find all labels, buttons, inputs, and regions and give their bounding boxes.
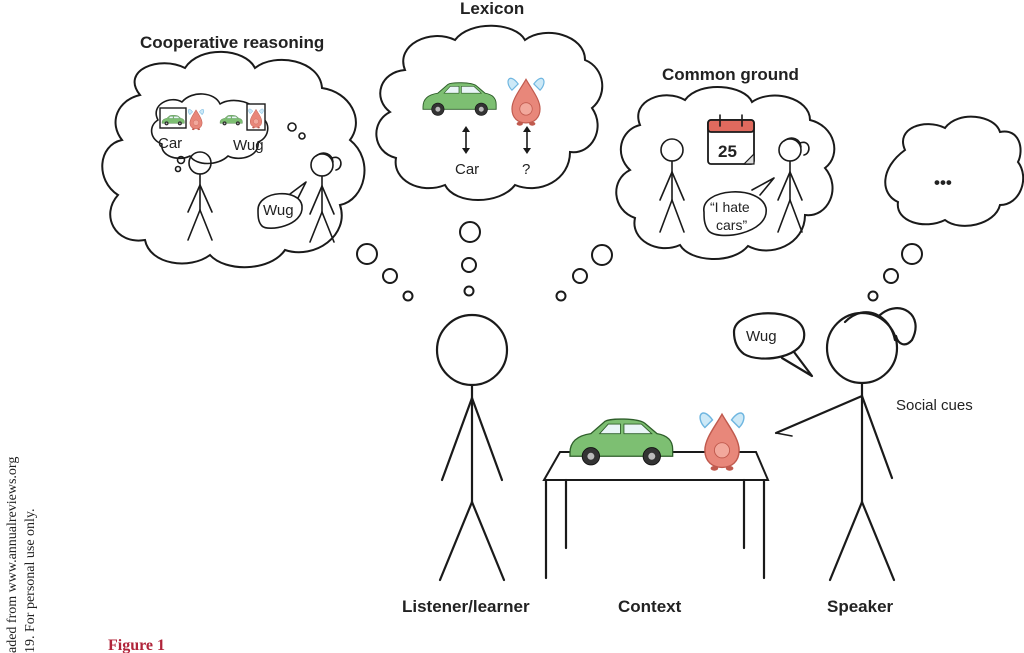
mini-speaker-figure — [309, 152, 342, 243]
quote-line-2: cars” — [716, 217, 747, 233]
lexicon-unknown-word: ? — [522, 161, 530, 178]
lexicon-car-word: Car — [455, 161, 479, 178]
calendar-icon — [707, 114, 755, 165]
side-text-line-1: aded from www.annualreviews.org — [5, 457, 20, 653]
figure-label: Figure 1 — [108, 637, 165, 653]
mini-car-label: Car — [158, 135, 182, 152]
listener-learner-label: Listener/learner — [402, 597, 530, 616]
cooperative-reasoning-label: Cooperative reasoning — [140, 33, 324, 52]
common-ground-cloud: 25 “I hate cars” — [615, 86, 836, 260]
ellipsis-cloud: ••• — [884, 115, 1024, 227]
lexicon-wug-arrow — [523, 126, 531, 154]
quote-line-1: “I hate — [710, 199, 750, 215]
speaker-figure — [774, 307, 917, 582]
ellipsis-text: ••• — [934, 173, 952, 192]
lexicon-car-arrow — [462, 126, 470, 154]
lexicon-cloud: Car ? — [375, 24, 604, 201]
cooperative-reasoning-cloud: Car Wug Wug — [101, 50, 366, 269]
mini-listener-figure — [187, 151, 213, 241]
listener-learner-figure — [435, 313, 509, 582]
social-cues-label: Social cues — [896, 397, 973, 414]
context-label: Context — [618, 597, 682, 616]
mini-wug-label: Wug — [233, 137, 264, 154]
calendar-day: 25 — [718, 142, 737, 161]
common-ground-listener-figure — [659, 138, 685, 233]
speaker-label: Speaker — [827, 597, 894, 616]
lexicon-thought-trail — [459, 221, 481, 297]
common-ground-thought-trail — [555, 244, 613, 302]
side-text-line-2: 19. For personal use only. — [23, 508, 38, 653]
speaker-speech-text: Wug — [746, 328, 777, 345]
cooperative-thought-trail — [356, 243, 414, 302]
cooperative-speech-text: Wug — [263, 202, 294, 219]
lexicon-label: Lexicon — [460, 0, 524, 18]
common-ground-label: Common ground — [662, 65, 799, 84]
speaker-speech-bubble: Wug — [732, 312, 814, 378]
ellipsis-thought-trail — [867, 243, 923, 302]
context-table — [542, 451, 770, 580]
common-ground-speaker-figure — [777, 137, 810, 233]
